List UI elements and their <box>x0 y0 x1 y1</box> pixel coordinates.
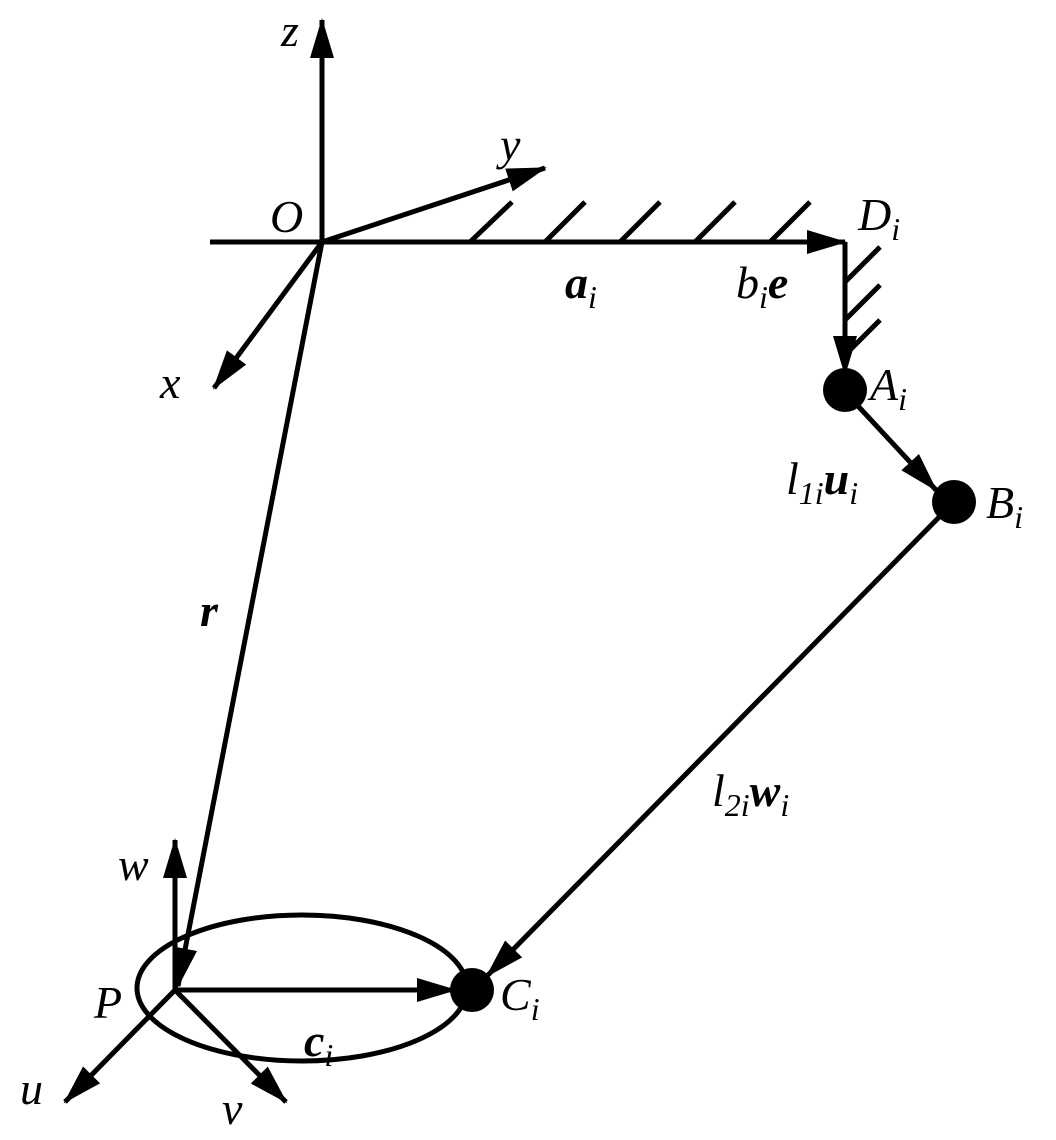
vector-c-label: ci <box>304 1015 333 1073</box>
vertical-guide-hatching <box>843 245 882 357</box>
y-axis-label: y <box>496 119 521 170</box>
vector-l2w-label: l2iwi <box>712 765 789 823</box>
y-axis-arrow <box>321 165 547 245</box>
vector-l1u-label: l1iui <box>786 453 858 511</box>
x-axis-label: x <box>159 357 181 408</box>
vector-a-label: ai <box>565 257 597 315</box>
x-axis-arrow <box>211 240 325 390</box>
vector-r-arrow <box>173 241 325 988</box>
point-d-label: Di <box>857 189 900 247</box>
joint-b-dot <box>932 480 976 524</box>
origin-p-label: P <box>93 977 122 1028</box>
u-axis-label: u <box>20 1063 43 1114</box>
point-b-label: Bi <box>986 477 1023 535</box>
z-axis-label: z <box>280 5 299 56</box>
vector-l2w-arrow <box>485 500 956 978</box>
joint-a-dot <box>823 368 867 412</box>
w-axis-label: w <box>118 839 149 890</box>
joint-c-dot <box>450 968 494 1012</box>
origin-o-label: O <box>270 191 303 242</box>
v-axis-arrow <box>173 988 288 1104</box>
u-axis-arrow <box>63 988 177 1104</box>
vector-r-label: r <box>200 585 219 636</box>
v-axis-label: v <box>222 1083 243 1134</box>
vector-be-label: bie <box>736 257 788 315</box>
ground-hatching <box>468 200 812 244</box>
vector-l1u-arrow <box>843 390 938 492</box>
point-a-label: Ai <box>867 359 907 417</box>
point-c-label: Ci <box>500 969 540 1027</box>
